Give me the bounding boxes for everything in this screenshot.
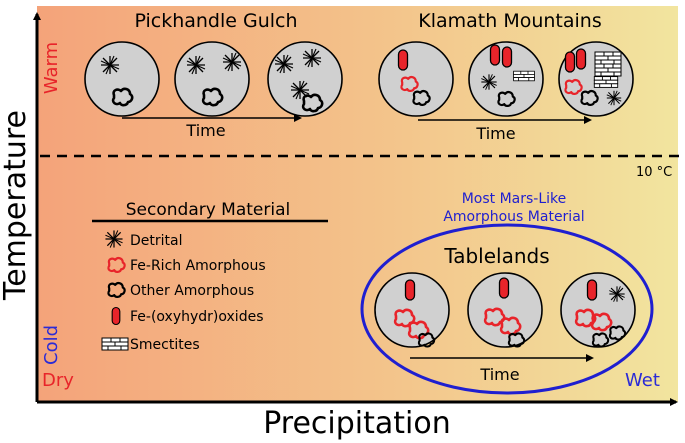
tablelands-sample-1 [374,272,450,348]
detrital-icon [274,54,294,74]
pickhandle-sample-1 [84,41,160,117]
detrital-icon [100,55,120,75]
detrital-icon [606,90,622,106]
pickhandle-title: Pickhandle Gulch [134,10,297,32]
fe-oxyhydroxide-icon [397,49,409,71]
legend-label-smectites: Smectites [130,337,200,353]
detrital-icon [480,73,498,91]
fe-oxyhydroxide-icon [404,279,416,301]
detrital-icon [104,229,124,249]
fe-oxyhydroxide-icon [501,46,513,68]
klamath-title: Klamath Mountains [418,10,601,32]
dry-label: Dry [42,370,74,391]
fe-oxyhydroxide-icon [111,306,121,326]
fe-oxyhydroxide-icon [498,277,510,299]
smectite-icon [593,76,619,88]
legend-title: Secondary Material [126,200,291,220]
y-axis-label: Temperature [0,110,33,301]
tablelands-time-label: Time [479,365,519,384]
fe-oxyhydroxide-icon [564,51,576,73]
tablelands-ellipse [360,223,654,395]
tablelands-title: Tablelands [443,244,549,268]
legend-label-fe-rich-amorphous: Fe-Rich Amorphous [130,258,266,274]
legend-label-other-amorphous: Other Amorphous [130,283,254,299]
tablelands-sample-2 [467,272,543,348]
detrital-icon [186,55,206,75]
cold-label: Cold [41,325,62,365]
detrital-icon [302,48,322,68]
tablelands-group: Most Mars-Like Amorphous Material Tablel… [360,191,654,395]
axes [33,12,678,406]
fe-oxyhydroxide-icon [489,44,501,66]
smectite-icon [101,337,129,351]
klamath-mountains-group: Klamath Mountains Time [378,10,634,143]
pickhandle-sample-3 [267,41,343,117]
x-axis-label: Precipitation [263,406,451,441]
pickhandle-gulch-group: Pickhandle Gulch Time [84,10,343,140]
detrital-icon [608,285,626,303]
smectite-icon [594,63,622,77]
pickhandle-time-label: Time [185,121,225,140]
legend: Secondary Material Detrital Fe-Rich Amor… [92,200,328,353]
warm-label: Warm [41,42,62,94]
threshold-label: 10 °C [636,165,672,180]
fe-oxyhydroxide-icon [586,279,598,301]
mars-like-callout-line1: Most Mars-Like [462,191,567,207]
legend-label-fe-oxyhydroxides: Fe-(oxyhydr)oxides [130,309,264,325]
klamath-sample-2 [468,41,544,117]
mars-like-callout-line2: Amorphous Material [443,209,584,225]
smectite-icon [513,70,535,82]
detrital-icon [222,52,242,72]
wet-label: Wet [625,370,660,391]
fe-oxyhydroxide-icon [575,48,587,70]
legend-label-detrital: Detrital [130,233,183,249]
smectite-icon [594,51,622,65]
klamath-time-label: Time [475,124,515,143]
